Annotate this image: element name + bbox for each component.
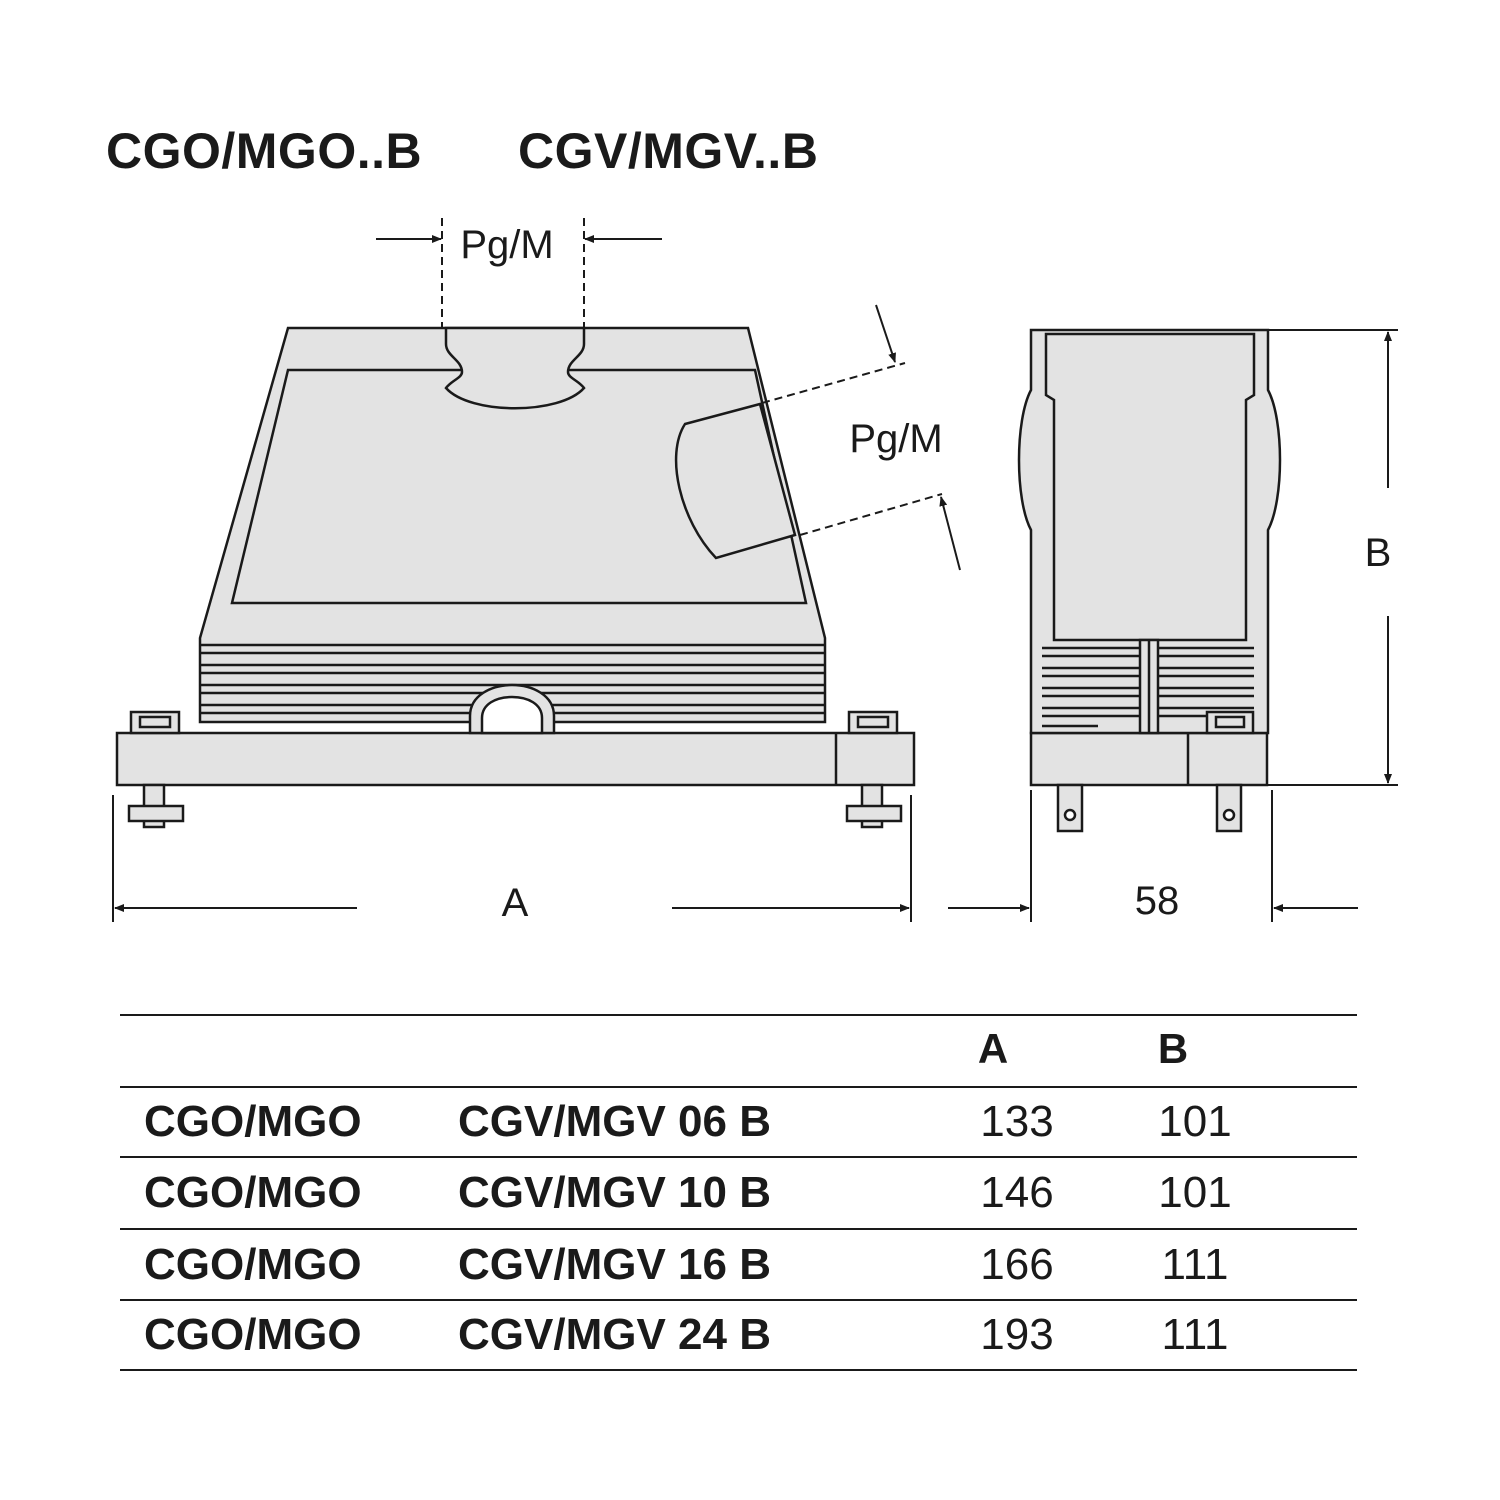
dim-label-side-entry: Pg/M <box>849 417 942 461</box>
dim-label-top-entry: Pg/M <box>460 223 553 267</box>
table-cell-model: CGV/MGV 10 B <box>458 1168 771 1217</box>
front-hood-panel <box>230 368 808 605</box>
title-cgo-mgo: CGO/MGO..B <box>106 123 423 179</box>
table-cell-b: 111 <box>1162 1240 1229 1289</box>
front-pin-left <box>127 783 185 829</box>
front-screw-right <box>847 710 899 735</box>
dim-label-b: B <box>1365 531 1392 575</box>
dimension-table: A B CGO/MGO CGV/MGV 06 B 133 101 CGO/MGO… <box>120 1014 1357 1371</box>
dim-label-58: 58 <box>1135 879 1180 923</box>
table-row: CGO/MGO CGV/MGV 24 B 193 111 <box>144 1310 1228 1359</box>
table-cell-a: 166 <box>980 1240 1053 1289</box>
table-cell-prefix: CGO/MGO <box>144 1240 362 1289</box>
front-base-plate <box>115 731 916 787</box>
title-cgv-mgv: CGV/MGV..B <box>518 123 819 179</box>
side-hood-body <box>1044 332 1256 642</box>
table-row: CGO/MGO CGV/MGV 10 B 146 101 <box>144 1168 1232 1217</box>
table-cell-model: CGV/MGV 24 B <box>458 1310 771 1359</box>
front-view <box>115 326 916 829</box>
side-screw <box>1205 710 1255 735</box>
table-cell-a: 133 <box>980 1097 1053 1146</box>
table-header-a: A <box>978 1025 1008 1072</box>
table-cell-a: 146 <box>980 1168 1053 1217</box>
front-screw-left <box>129 710 181 735</box>
table-rules <box>120 1014 1357 1371</box>
table-row: CGO/MGO CGV/MGV 16 B 166 111 <box>144 1240 1228 1289</box>
dimension-lines <box>112 218 1398 922</box>
dim-label-a: A <box>502 881 529 925</box>
side-pin-left <box>1056 783 1084 833</box>
side-pin-right <box>1215 783 1243 833</box>
side-cable-entry <box>674 402 797 560</box>
table-cell-prefix: CGO/MGO <box>144 1097 362 1146</box>
side-view <box>1017 328 1282 833</box>
table-cell-prefix: CGO/MGO <box>144 1168 362 1217</box>
side-base-plate <box>1029 731 1269 787</box>
table-row: CGO/MGO CGV/MGV 06 B 133 101 <box>144 1097 1232 1146</box>
table-cell-b: 101 <box>1158 1168 1231 1217</box>
table-cell-b: 101 <box>1158 1097 1231 1146</box>
table-cell-b: 111 <box>1162 1310 1229 1359</box>
top-cable-entry <box>444 326 586 410</box>
table-cell-prefix: CGO/MGO <box>144 1310 362 1359</box>
front-pin-right <box>845 783 903 829</box>
table-header-b: B <box>1158 1025 1188 1072</box>
table-cell-model: CGV/MGV 06 B <box>458 1097 771 1146</box>
table-cell-model: CGV/MGV 16 B <box>458 1240 771 1289</box>
table-cell-a: 193 <box>980 1310 1053 1359</box>
